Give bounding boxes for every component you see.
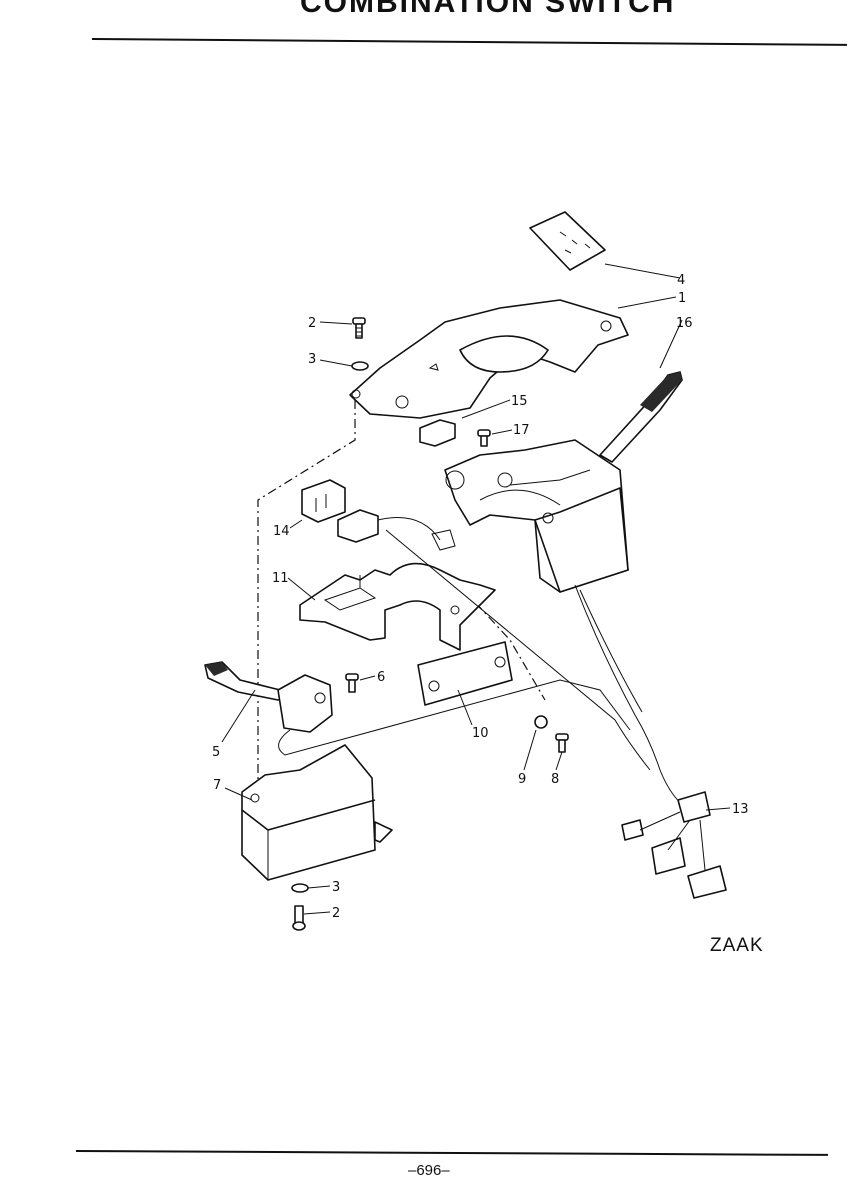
callout-2-top: 2 [308,316,316,331]
callout-8: 8 [551,772,559,787]
washer-part-3-top [351,361,369,371]
label-plate-part-4 [529,211,606,271]
switch-block-part-15 [419,419,456,447]
callout-1: 1 [678,291,686,306]
bracket-part-11 [299,562,496,651]
plate-part-10 [417,641,513,706]
screw-part-8 [555,733,569,753]
screw-part-17 [477,429,491,447]
screw-part-6 [345,673,359,693]
callout-6: 6 [377,670,385,685]
figure-code: ZAAK [710,935,764,956]
alignment-line-bracket [449,574,546,701]
lower-housing-part-7 [241,744,393,881]
screw-part-2-bottom [292,905,306,931]
callout-11: 11 [272,571,289,586]
callout-3-top: 3 [308,352,316,367]
cover-plate-part-1 [349,299,629,419]
callout-2-bottom: 2 [332,906,340,921]
callout-7: 7 [213,778,221,793]
turn-signal-switch-part-16 [444,371,683,593]
wire-harness-part-13 [339,529,727,899]
page-title: COMBINATION SWITCH [300,0,676,19]
callout-10: 10 [472,726,489,741]
screw-part-2-top [352,317,366,339]
washer-part-3-bottom [291,883,309,893]
callout-9: 9 [518,772,526,787]
callout-3-bottom: 3 [332,880,340,895]
wiper-switch-part-5 [204,661,341,756]
callout-4: 4 [677,273,685,288]
callout-5: 5 [212,745,220,760]
page-number: –696– [408,1162,450,1179]
callout-14: 14 [273,524,290,539]
washer-part-9 [534,715,548,729]
callout-16: 16 [676,316,693,331]
callout-leaders [221,263,731,915]
callout-13: 13 [732,802,749,817]
connector-part-14 [301,479,456,551]
callout-15: 15 [511,394,528,409]
callout-17: 17 [513,423,530,438]
alignment-line-left [257,400,356,800]
